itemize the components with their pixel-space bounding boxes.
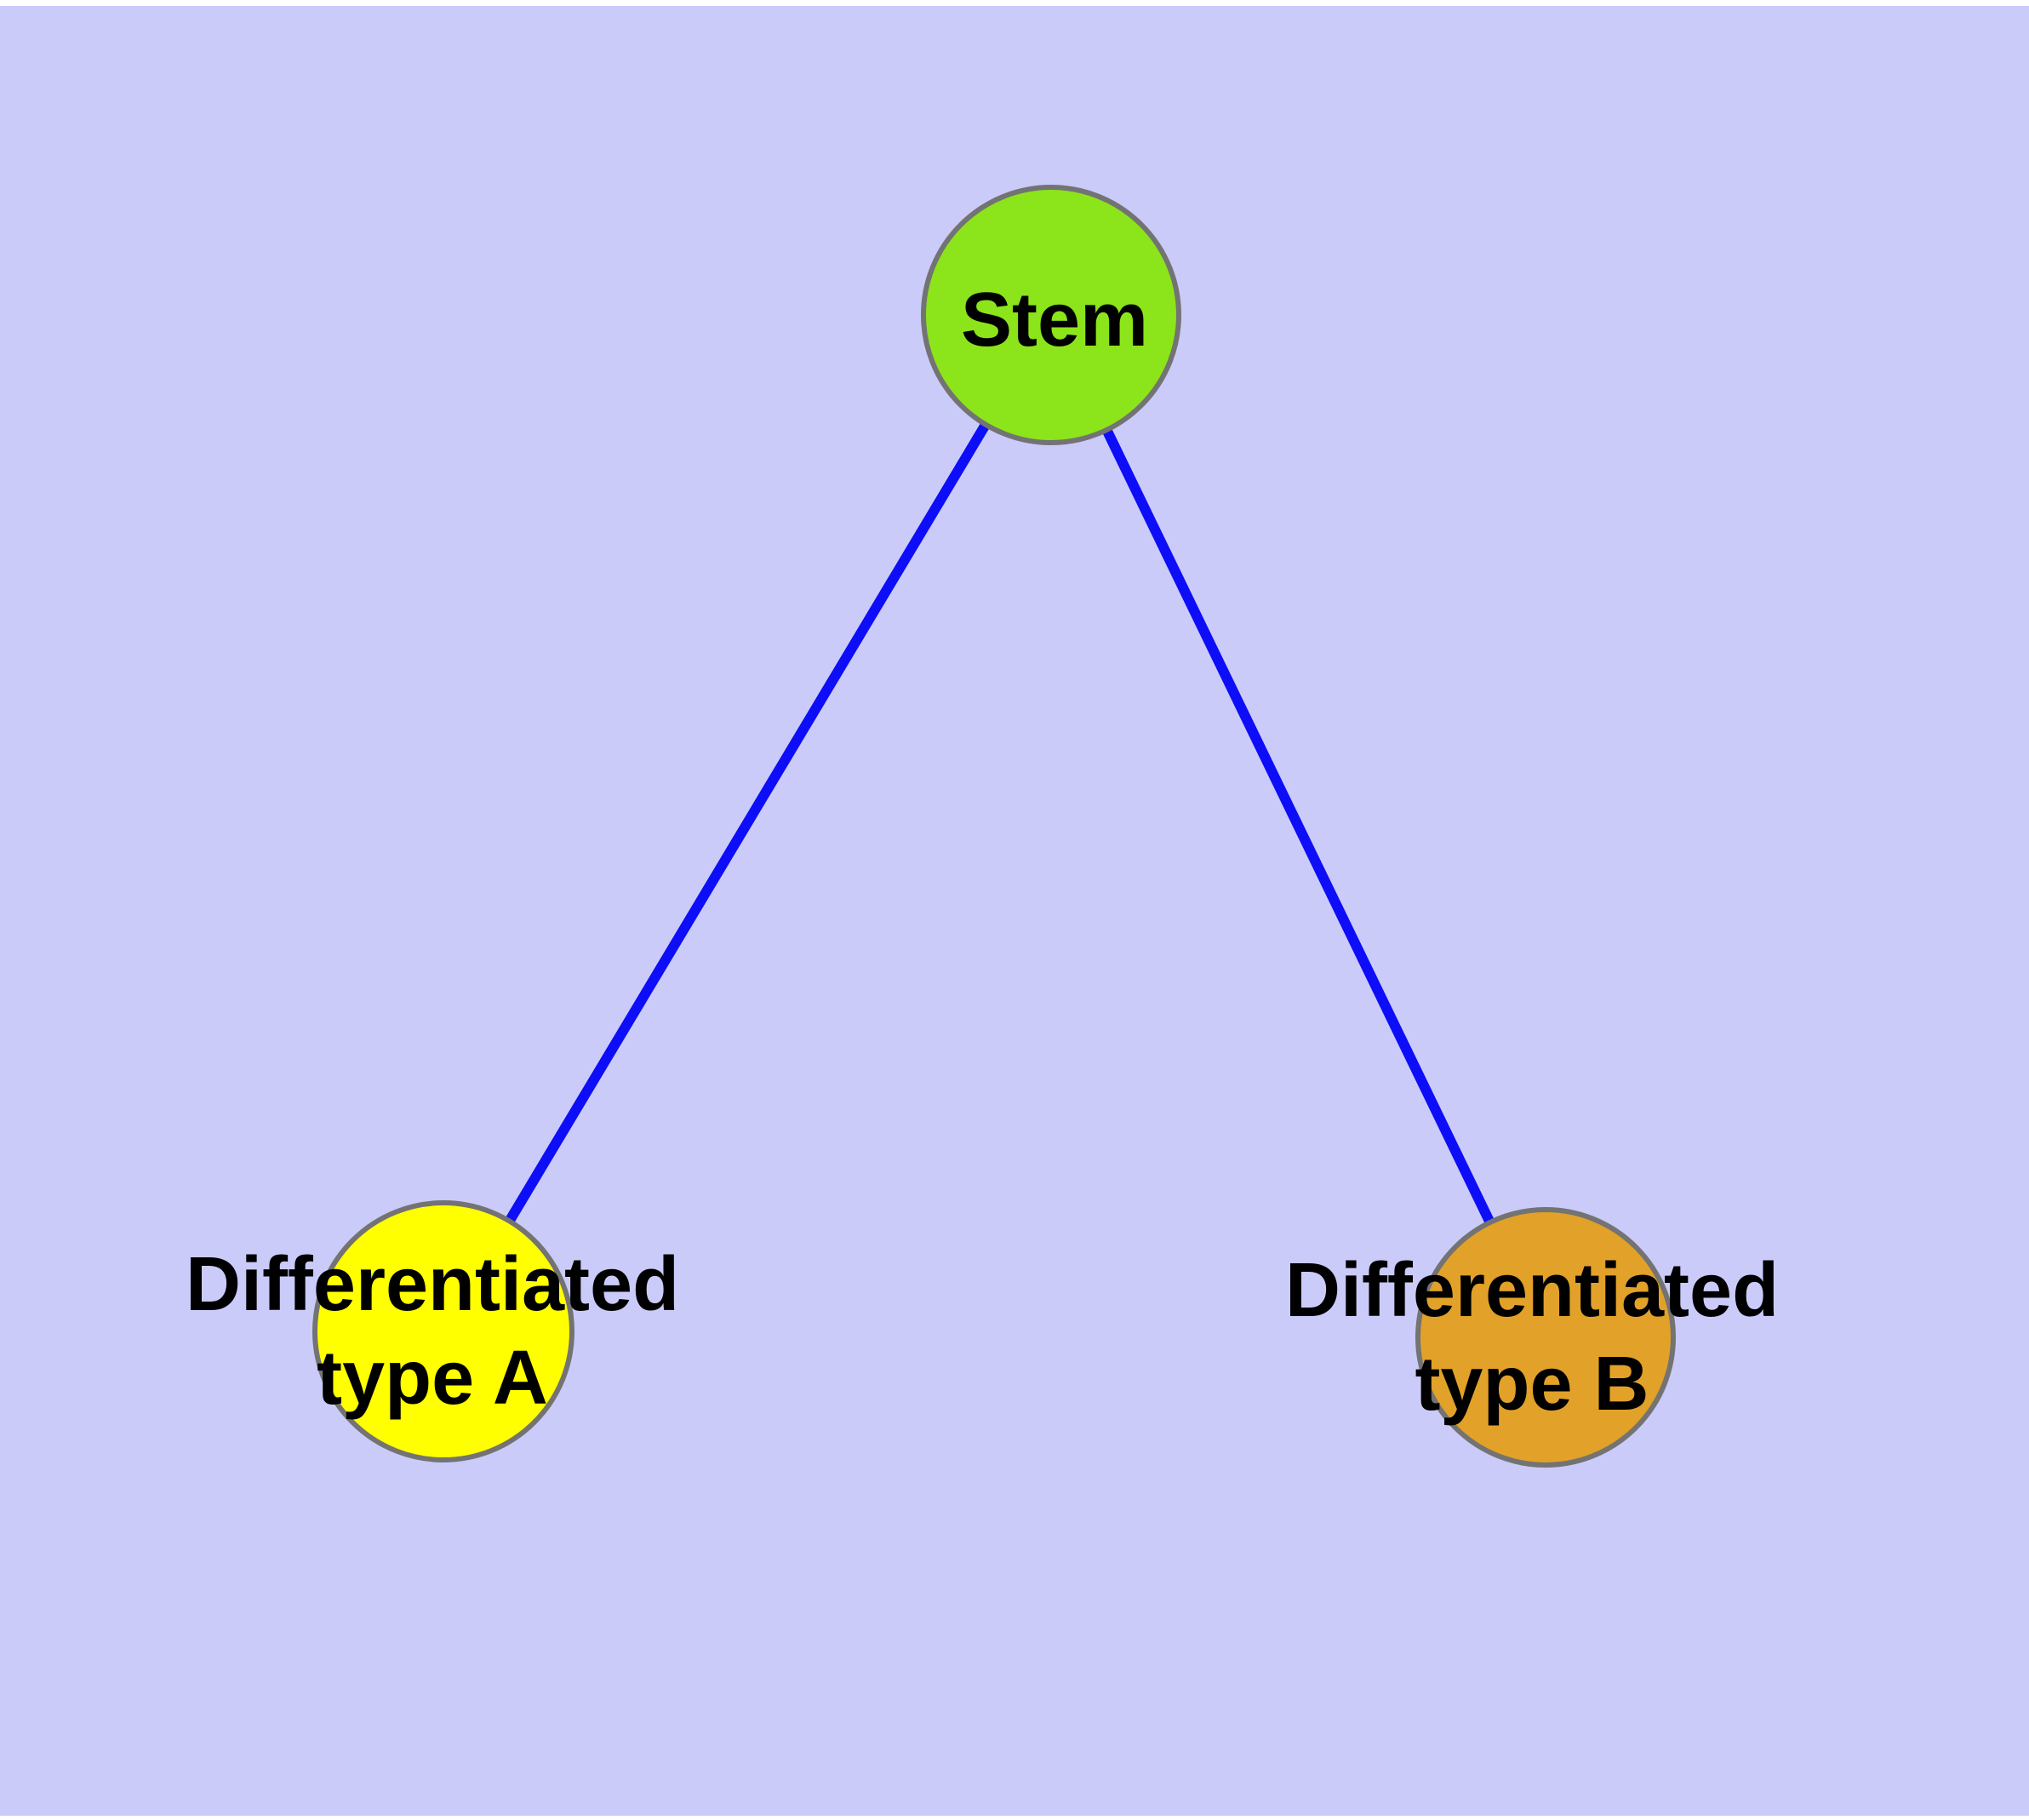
- node-type-b-circle: [1415, 1207, 1676, 1468]
- node-type-a-label-line-1: Differentiated: [185, 1242, 680, 1327]
- graph-layer: [312, 185, 1676, 1468]
- node-type-a-label: Differentiated type A: [186, 1238, 679, 1425]
- node-type-a-label-line-2: type A: [317, 1336, 548, 1421]
- node-type-b-label-line-2: type B: [1415, 1342, 1649, 1427]
- node-type-b-label-line-1: Differentiated: [1284, 1248, 1780, 1333]
- diagram-canvas: Stem Differentiated type A Differentiate…: [0, 6, 2029, 1816]
- node-type-b-label: Differentiated type B: [1285, 1244, 1779, 1431]
- node-type-a-circle: [312, 1200, 574, 1462]
- edge-stem-to-type-b: [1046, 312, 1551, 1340]
- node-stem-label: Stem: [961, 273, 1148, 367]
- edge-stem-to-type-a: [438, 312, 1056, 1335]
- node-stem-label-line: Stem: [960, 278, 1149, 363]
- node-stem-circle: [921, 185, 1181, 445]
